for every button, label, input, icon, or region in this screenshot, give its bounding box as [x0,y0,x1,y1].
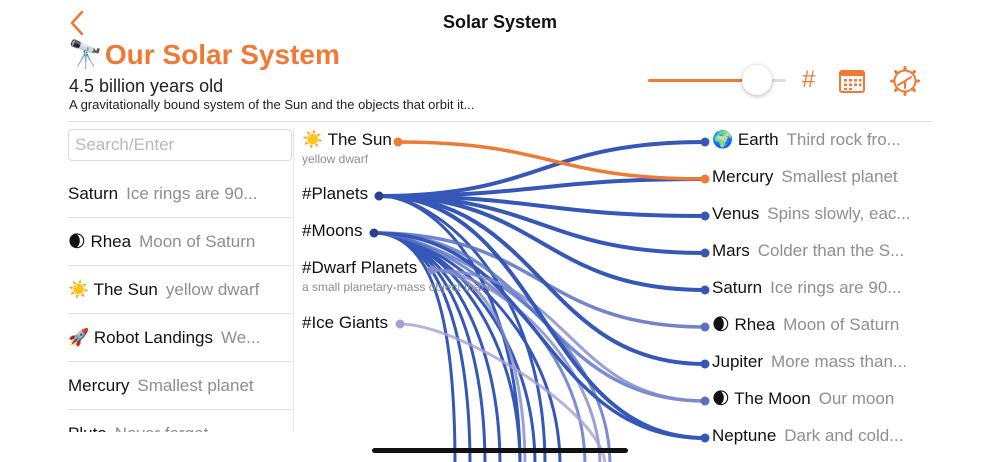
target-node-name: Jupiter [712,352,764,371]
page-subtitle: 4.5 billion years old [69,76,224,96]
target-node-note: Third rock fro... [786,130,901,149]
target-node-note: Colder than the S... [757,241,905,260]
target-node-name: 🌒 Rhea [712,315,776,334]
target-dot [700,211,710,221]
source-node-subtitle: a small planetary-mass object that i... [302,280,501,294]
list-item-note: Ice rings are 90... [126,183,258,203]
target-node-note: More mass than... [771,352,908,371]
link-offscreen [373,231,612,462]
source-node-subtitle: yellow dwarf [302,152,369,166]
target-dot [700,433,710,443]
target-dot [700,174,710,184]
target-node-name: 🌒 The Moon [712,389,811,408]
target-node-name: 🌍 Earth [712,130,779,149]
hashtag-button[interactable]: # [802,66,816,93]
link-offscreen [431,268,602,462]
target-dot [700,285,710,295]
home-indicator [372,448,628,453]
list-item[interactable]: Mercury Smallest planet [68,362,293,410]
target-node[interactable]: 🌒 The Moon Our moon [712,389,894,409]
page-title: Our Solar System [104,39,340,70]
link-offscreen [399,322,607,462]
target-node[interactable]: Mars Colder than the S... [712,241,904,261]
list-item-note: Never forget [115,424,209,433]
target-node-note: Ice rings are 90... [770,278,902,297]
link-sun [396,140,707,181]
target-dot [700,322,710,332]
target-node-note: Smallest planet [781,167,898,186]
target-dot [700,396,710,406]
link-planets [377,194,707,292]
target-node[interactable]: 🌒 Rhea Moon of Saturn [712,315,899,335]
source-node-ice[interactable]: #Ice Giants [302,313,388,332]
search-input[interactable] [68,129,292,161]
settings-gear-icon[interactable] [890,66,920,96]
list-item[interactable]: Pluto Never forget [68,410,293,433]
panel-divider [293,129,294,432]
list-item[interactable]: 🚀 Robot Landings We... [68,314,293,362]
calendar-icon[interactable] [837,66,867,96]
source-dot-dwarf [427,265,437,275]
source-dot-moons [369,228,379,238]
list-item-name: 🌒 Rhea [68,231,132,251]
list-item-note: yellow dwarf [165,279,260,299]
target-node[interactable]: Mercury Smallest planet [712,167,898,187]
source-node-dwarf[interactable]: #Dwarf Planets [302,258,418,277]
target-node[interactable]: Saturn Ice rings are 90... [712,278,901,298]
target-dot [700,137,710,147]
source-node-planets[interactable]: #Planets [302,184,369,203]
target-dot [700,359,710,369]
list-item[interactable]: ☀️ The Sun yellow dwarf [68,266,293,314]
list-item[interactable]: Saturn Ice rings are 90... [68,170,293,218]
source-dot-ice [395,319,405,329]
target-node-note: Spins slowly, eac... [767,204,911,223]
target-node[interactable]: Venus Spins slowly, eac... [712,204,911,224]
telescope-icon: 🔭 [68,39,103,70]
list-item-note: We... [220,327,261,347]
target-dot [700,248,710,258]
list-item-note: Moon of Saturn [139,231,256,251]
target-node-note: Our moon [818,389,895,408]
link-planets [377,194,707,366]
target-node[interactable]: 🌍 Earth Third rock fro... [712,130,901,150]
nav-title: Solar System [442,12,558,32]
zoom-slider-thumb[interactable] [742,65,773,95]
list-item-name: Pluto [68,424,107,433]
source-dot-planets [374,191,384,201]
list-item-name: Saturn [68,183,119,203]
page-description: A gravitationally bound system of the Su… [69,97,475,112]
link-dwarf [430,268,707,403]
target-node-name: Mars [712,241,750,260]
back-chevron-icon[interactable] [66,8,90,38]
target-node-name: Venus [712,204,760,223]
source-node-moons[interactable]: #Moons [302,221,363,240]
target-node-note: Dark and cold... [784,426,904,445]
target-node-name: Mercury [712,167,774,186]
link-offscreen [378,194,547,462]
link-planets [377,177,707,198]
target-node[interactable]: Jupiter More mass than... [712,352,907,372]
link-planets [377,194,707,440]
source-node-sun[interactable]: ☀️ The Sun [302,130,392,149]
page-header: 🔭 Our Solar System [68,38,340,72]
list-item-name: 🚀 Robot Landings [68,327,213,347]
target-node-name: Neptune [712,426,777,445]
list-item[interactable]: 🌒 Rhea Moon of Saturn [68,218,293,266]
target-node[interactable]: Neptune Dark and cold... [712,426,903,446]
source-dot-sun [393,137,403,147]
item-list: Saturn Ice rings are 90... 🌒 Rhea Moon of S… [68,170,293,432]
link-moons [372,231,707,440]
header-divider [68,121,932,122]
target-node-name: Saturn [712,278,763,297]
zoom-slider-fill [648,79,758,82]
list-item-name: Mercury [68,375,130,395]
list-item-name: ☀️ The Sun [68,279,158,299]
target-node-note: Moon of Saturn [783,315,900,334]
list-item-note: Smallest planet [137,375,254,395]
